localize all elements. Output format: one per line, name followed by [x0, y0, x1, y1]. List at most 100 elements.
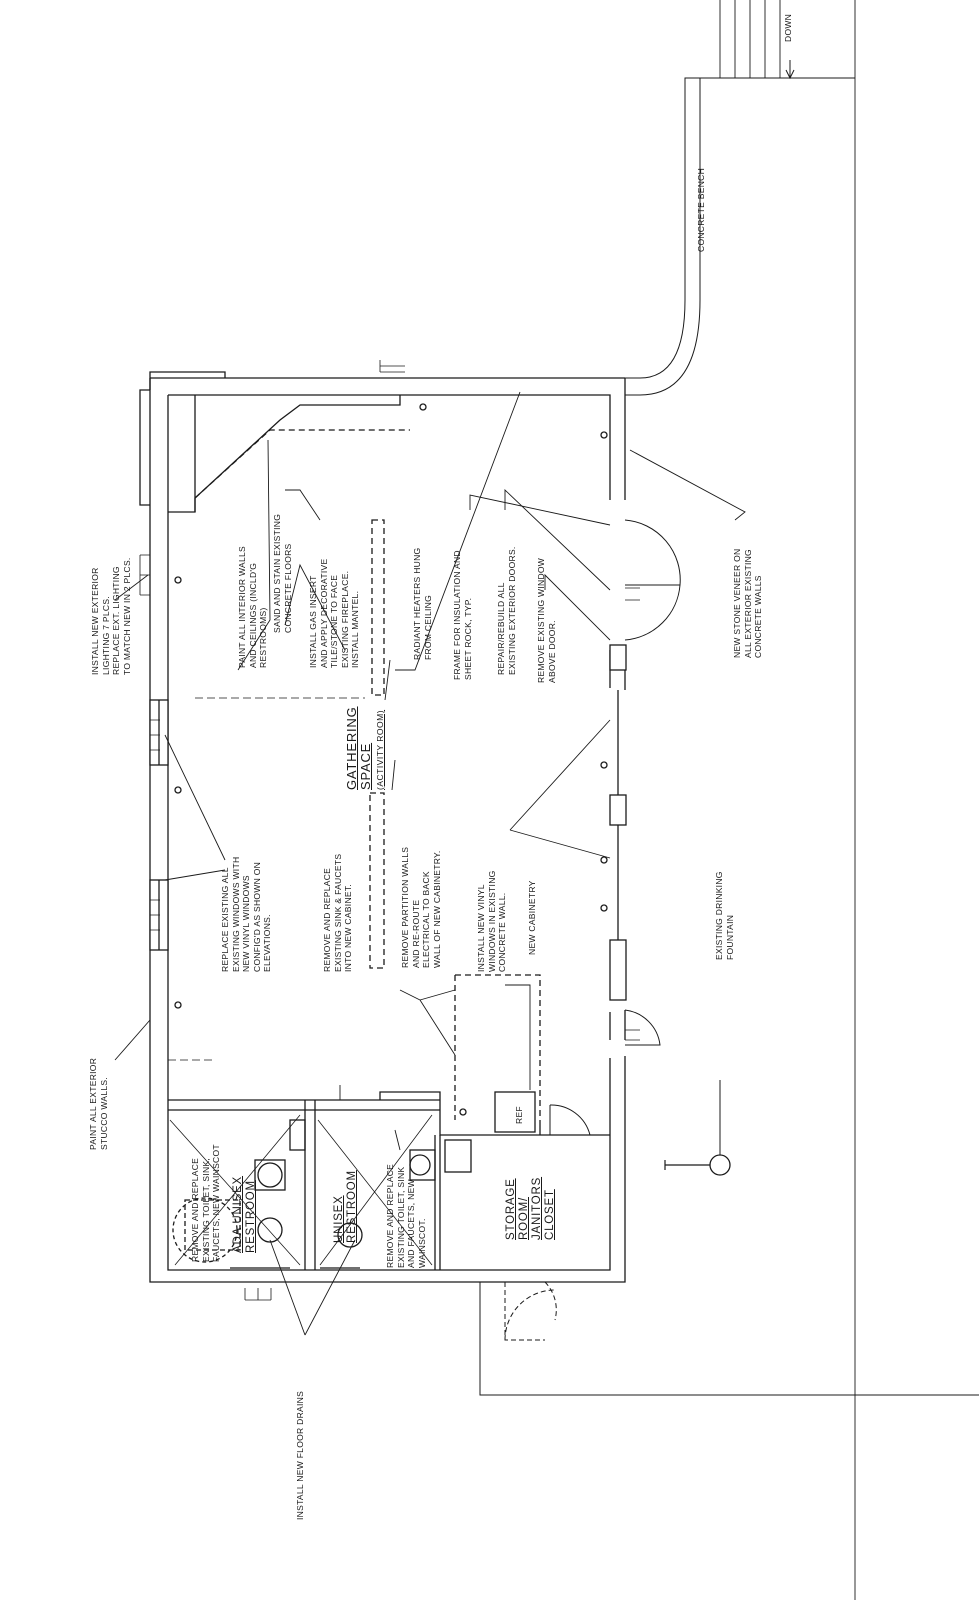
toilet-ada — [257, 1217, 283, 1243]
drinking-fountain — [709, 1154, 731, 1176]
room-label-line: (ACTIVITY ROOM) — [375, 709, 385, 790]
window-right-1 — [609, 644, 627, 671]
room-label-line: SPACE — [358, 742, 373, 790]
toilet-unisex — [337, 1222, 363, 1248]
note-line: EXISTING WINDOWS WITH — [230, 856, 241, 972]
note-radiant-heaters: RADIANT HEATERS HUNG FROM CEILING — [412, 548, 433, 660]
note-line: AND RE-ROUTE — [410, 899, 421, 968]
note-exterior-lighting: INSTALL NEW EXTERIOR LIGHTING 7 PLCS. RE… — [90, 557, 132, 675]
note-line: ELECTRICAL TO BACK — [421, 871, 431, 968]
room-label-line: ADA UNISEX — [232, 1175, 244, 1253]
note-line: INSTALL NEW FLOOR DRAINS — [295, 1390, 305, 1520]
note-line: WAINSCOT. — [416, 1218, 427, 1268]
note-line: EXISTING EXTERIOR DOORS. — [506, 546, 517, 675]
note-line: FAUCETS, NEW WAINSCOT — [211, 1144, 221, 1262]
note-line: REPAIR/REBUILD ALL — [496, 582, 506, 675]
site-boundary — [479, 1282, 979, 1396]
label-stair-down: DOWN — [783, 14, 794, 42]
note-sand-stain: SAND AND STAIN EXISTING CONCRETE FLOORS — [272, 514, 293, 633]
note-vinyl-windows: INSTALL NEW VINYL WINDOWS IN EXISTING CO… — [476, 870, 508, 972]
window-right-3 — [609, 939, 627, 1001]
note-line: EXISTING FIREPLACE. — [339, 570, 350, 668]
note-line: PAINT ALL EXTERIOR — [88, 1057, 98, 1150]
refrigerator — [494, 1091, 536, 1133]
note-paint-interior: PAINT ALL INTERIOR WALLS AND CEILINGS (I… — [237, 546, 269, 668]
closet-door — [549, 1104, 591, 1136]
note-line: FRAME FOR INSULATION AND — [452, 550, 462, 680]
note-line: REPLACE EXISTING ALL — [220, 867, 230, 972]
exterior-stairs — [719, 0, 856, 1600]
note-line: CONFIG'D AS SHOWN ON — [251, 861, 262, 972]
front-door-upper — [624, 519, 681, 641]
note-line: CONCRETE FLOORS — [282, 543, 293, 633]
restroom-partitions — [168, 1099, 441, 1270]
note-line: INSTALL NEW EXTERIOR — [90, 567, 100, 675]
note-line: CONCRETE BENCH — [696, 167, 706, 252]
fireplace — [168, 395, 401, 513]
note-line: EXISTING TOILET, SINK, — [200, 1157, 211, 1262]
radiant-heater-2 — [369, 792, 385, 969]
floor-drain-ada — [169, 1114, 301, 1266]
note-paint-exterior: PAINT ALL EXTERIOR STUCCO WALLS. — [88, 1058, 109, 1150]
note-line: NEW STONE VENEER ON — [732, 548, 742, 658]
floor-drain-unisex — [317, 1114, 433, 1266]
note-remove-partition: REMOVE PARTITION WALLS AND RE-ROUTE ELEC… — [400, 847, 442, 968]
note-unisex-fixtures: REMOVE AND REPLACE EXISTING TOILET, SINK… — [385, 1164, 427, 1268]
note-line: NEW VINYL WINDOWS — [241, 875, 251, 972]
storage-door — [504, 1281, 557, 1341]
note-line: REMOVE EXISTING WINDOW — [536, 557, 546, 683]
label-ref: REF — [514, 1106, 525, 1124]
exterior-wall-inner — [167, 394, 611, 1271]
note-gas-insert: INSTALL GAS INSERT AND APPLY DECORATIVE … — [308, 559, 361, 668]
label-concrete-bench: CONCRETE BENCH — [696, 168, 707, 252]
note-line: INTO NEW CABINET. — [343, 883, 353, 972]
note-floor-drains: INSTALL NEW FLOOR DRAINS — [295, 1391, 306, 1520]
room-label-ada-restroom: ADA UNISEX RESTROOM — [232, 1176, 258, 1253]
note-line: FOUNTAIN — [724, 914, 735, 960]
note-line: EXISTING SINK & FAUCETS — [332, 853, 343, 972]
note-line: REMOVE AND REPLACE — [322, 867, 332, 972]
note-line: CONCRETE WALL. — [497, 892, 507, 972]
exterior-light — [139, 554, 150, 596]
room-label-line: STORAGE — [505, 1178, 517, 1240]
room-label-line: UNISEX — [333, 1195, 345, 1243]
note-line: SHEET ROCK, TYP. — [462, 597, 473, 680]
note-line: PAINT ALL INTERIOR WALLS — [237, 546, 247, 668]
note-line: RESTROOMS) — [258, 607, 268, 668]
side-door — [624, 1009, 661, 1046]
note-line: AND APPLY DECORATIVE — [318, 558, 329, 668]
note-line: TO MATCH NEW IN 2 PLCS. — [121, 557, 132, 675]
note-new-cabinetry: NEW CABINETRY — [527, 880, 538, 955]
note-line: CONCRETE WALLS — [753, 575, 763, 658]
note-line: ABOVE DOOR. — [546, 620, 557, 683]
room-label-line: RESTROOM — [245, 1180, 257, 1253]
note-repair-doors: REPAIR/REBUILD ALL EXISTING EXTERIOR DOO… — [496, 546, 517, 675]
note-line: REMOVE PARTITION WALLS — [400, 846, 410, 968]
note-remove-window: REMOVE EXISTING WINDOW ABOVE DOOR. — [536, 558, 557, 683]
chimney-bump — [149, 371, 226, 390]
window-right-2 — [609, 794, 627, 826]
note-line: AND CEILINGS (INCLD'G — [247, 562, 258, 668]
note-frame-insulation: FRAME FOR INSULATION AND SHEET ROCK, TYP… — [452, 550, 473, 680]
note-ada-fixtures: REMOVE AND REPLACE EXISTING TOILET, SINK… — [190, 1144, 222, 1262]
note-line: ALL EXTERIOR EXISTING — [742, 549, 753, 658]
note-line: WALL OF NEW CABINETRY. — [431, 850, 442, 968]
note-line: TILE/STONE TO FACE — [329, 574, 339, 668]
note-line: REPLACE EXT. LIGHTING — [111, 566, 121, 675]
note-line: NEW CABINETRY — [527, 880, 537, 955]
note-line: WINDOWS IN EXISTING — [486, 870, 497, 972]
room-label-storage: STORAGE ROOM/ JANITORS CLOSET — [505, 1177, 557, 1240]
note-line: EXISTING TOILET, SINK — [395, 1166, 406, 1268]
note-line: REMOVE AND REPLACE — [385, 1163, 395, 1268]
leader-lighting — [114, 574, 149, 601]
note-line: REMOVE AND REPLACE — [190, 1157, 200, 1262]
note-stone-veneer: NEW STONE VENEER ON ALL EXTERIOR EXISTIN… — [732, 549, 764, 658]
room-label-line: CLOSET — [544, 1189, 556, 1240]
room-label-line: RESTROOM — [346, 1170, 358, 1243]
note-drinking-fountain: EXISTING DRINKING FOUNTAIN — [714, 871, 735, 960]
note-line: DOWN — [783, 13, 793, 42]
note-line: INSTALL NEW VINYL — [476, 884, 486, 972]
note-line: LIGHTING 7 PLCS. — [100, 596, 111, 675]
note-line: REF — [514, 1106, 524, 1124]
